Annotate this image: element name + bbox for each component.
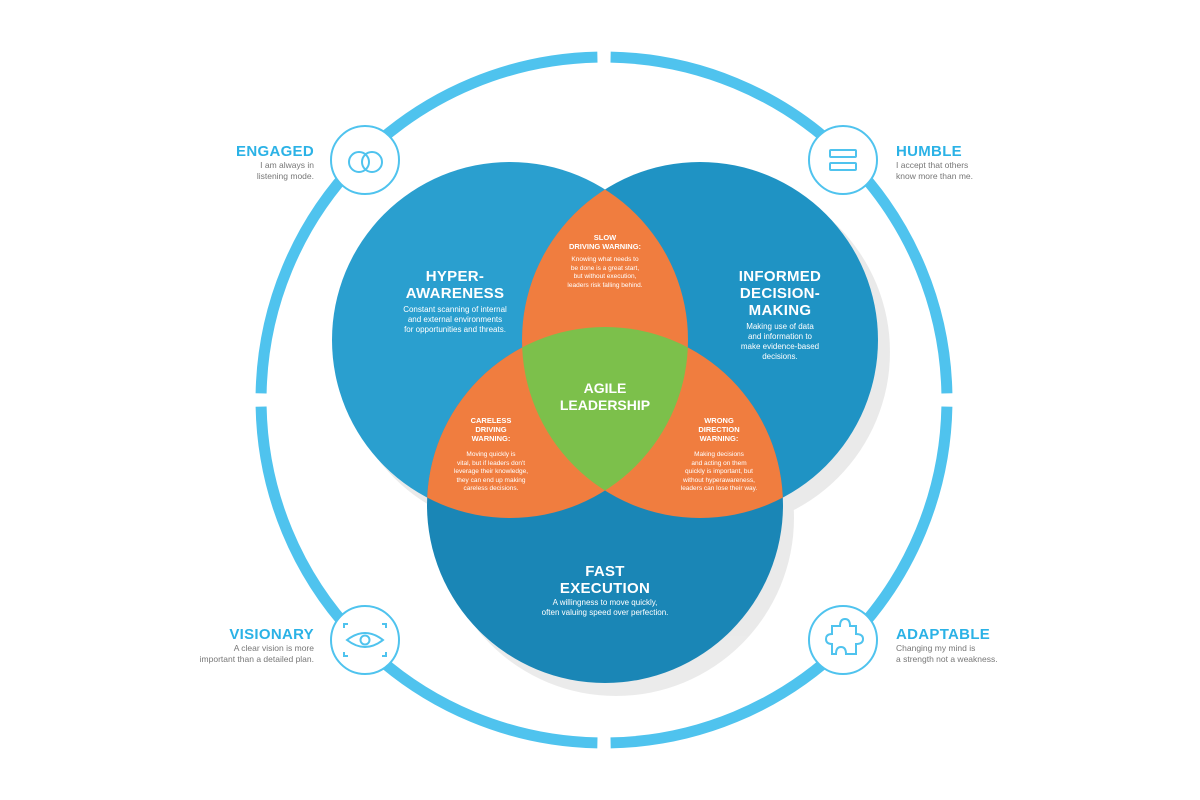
ring-segment-bottom-left: [362, 643, 598, 749]
ring-segment-left-lower: [255, 406, 361, 642]
hyper-awareness-desc-line: for opportunities and threats.: [404, 325, 506, 334]
humble-badge: [808, 125, 878, 195]
eye-icon: [343, 623, 387, 657]
informed-decision-title-line: MAKING: [748, 302, 812, 319]
engaged-title: ENGAGED: [236, 143, 314, 160]
fast-execution-desc-line: often valuing speed over perfection.: [541, 608, 669, 617]
wrong-warning-desc-line: leaders can lose their way.: [680, 485, 758, 492]
wrong-warning-desc-line: without hyperawareness,: [683, 476, 755, 484]
careless-warning-desc-line: leverage their knowledge,: [453, 468, 529, 475]
adaptable-desc: Changing my mind is a strength not a wea…: [896, 643, 1046, 665]
agile-leadership-title-line: AGILE: [583, 380, 627, 396]
slow-warning-desc-line: Knowing what needs to: [571, 256, 639, 263]
wrong-warning-desc: Making decisions and acting on them quic…: [660, 451, 778, 494]
hyper-awareness-desc-line: Constant scanning of internal: [403, 305, 507, 314]
wrong-warning-title-line: DIRECTION: [698, 425, 740, 434]
hyper-awareness-desc: Constant scanning of internal and extern…: [365, 305, 545, 335]
fast-execution-desc: A willingness to move quickly, often val…: [505, 598, 705, 618]
informed-decision-title-line: INFORMED: [738, 268, 822, 285]
ring-segment-right-lower: [847, 406, 953, 642]
wrong-warning-desc-line: and acting on them: [691, 459, 747, 467]
humble-title: HUMBLE: [896, 143, 962, 160]
humble-desc-line: know more than me.: [896, 171, 974, 181]
engaged-badge: [330, 125, 400, 195]
engaged-desc: I am always in listening mode.: [200, 160, 314, 182]
fast-execution-desc-line: A willingness to move quickly,: [552, 598, 658, 607]
careless-warning-desc-line: they can end up making: [456, 476, 526, 484]
careless-warning-desc-line: Moving quickly is: [466, 451, 516, 458]
slow-warning-title-line: DRIVING WARNING:: [568, 242, 642, 251]
informed-decision-desc-line: Making use of data: [746, 322, 814, 331]
outer-ring: [255, 51, 953, 749]
careless-warning-title: CARELESS DRIVING WARNING:: [441, 416, 541, 443]
slow-warning-desc: Knowing what needs to be done is a great…: [550, 256, 660, 290]
visionary-title: VISIONARY: [229, 626, 314, 643]
careless-warning-title-line: WARNING:: [471, 434, 511, 443]
agile-leadership-title-line: LEADERSHIP: [559, 397, 651, 413]
informed-decision-title: INFORMED DECISION- MAKING: [700, 268, 860, 319]
fast-execution-title-line: EXECUTION: [559, 580, 651, 597]
wrong-warning-desc-line: Making decisions: [694, 451, 744, 458]
hyper-awareness-desc-line: and external environments: [407, 315, 503, 324]
informed-decision-desc-line: decisions.: [762, 352, 798, 361]
informed-decision-desc: Making use of data and information to ma…: [710, 322, 850, 362]
visionary-badge: [330, 605, 400, 675]
visionary-desc: A clear vision is more important than a …: [160, 643, 314, 665]
hyper-awareness-title: HYPER- AWARENESS: [375, 268, 535, 302]
slow-warning-title-line: SLOW: [593, 233, 617, 242]
fast-execution-title-line: FAST: [585, 563, 625, 580]
careless-warning-title-line: CARELESS: [470, 416, 512, 425]
hyper-awareness-title-line: HYPER-: [425, 268, 485, 285]
wrong-warning-desc-line: quickly is important, but: [685, 468, 753, 475]
careless-warning-title-line: DRIVING: [475, 425, 507, 434]
engaged-desc-line: listening mode.: [256, 171, 314, 181]
informed-decision-desc-line: and information to: [747, 332, 813, 341]
visionary-desc-line: A clear vision is more: [233, 643, 314, 653]
puzzle-piece-icon: [824, 617, 865, 655]
careless-warning-desc-line: vital, but if leaders don't: [456, 459, 526, 467]
agile-leadership-title: AGILE LEADERSHIP: [545, 380, 665, 414]
humble-desc-line: I accept that others: [896, 160, 969, 170]
wrong-warning-title: WRONG DIRECTION WARNING:: [669, 416, 769, 443]
ring-segment-top-right: [610, 51, 846, 157]
adaptable-desc-line: a strength not a weakness.: [896, 654, 998, 664]
informed-decision-desc-line: make evidence-based: [740, 342, 820, 351]
ring-segment-right-upper: [847, 158, 953, 394]
ring-segment-left-upper: [255, 158, 361, 394]
equals-icon: [829, 149, 857, 171]
adaptable-title: ADAPTABLE: [896, 626, 991, 643]
rings-icon: [348, 151, 383, 173]
slow-warning-desc-line: leaders risk falling behind.: [567, 281, 643, 289]
humble-desc: I accept that others know more than me.: [896, 160, 1036, 182]
wrong-warning-title-line: WARNING:: [699, 434, 739, 443]
slow-warning-desc-line: but without execution,: [573, 273, 637, 280]
ring-segment-top-left: [362, 51, 598, 157]
adaptable-badge: [808, 605, 878, 675]
informed-decision-title-line: DECISION-: [739, 285, 821, 302]
engaged-desc-line: I am always in: [260, 160, 314, 170]
wrong-warning-title-line: WRONG: [704, 416, 734, 425]
careless-warning-desc: Moving quickly is vital, but if leaders …: [436, 451, 546, 494]
slow-warning-desc-line: be done is a great start,: [570, 264, 640, 272]
adaptable-desc-line: Changing my mind is: [896, 643, 976, 653]
ring-segment-bottom-right: [610, 643, 846, 749]
careless-warning-desc-line: careless decisions.: [463, 485, 519, 492]
visionary-desc-line: important than a detailed plan.: [199, 654, 314, 664]
slow-warning-title: SLOW DRIVING WARNING:: [555, 233, 655, 251]
hyper-awareness-title-line: AWARENESS: [405, 285, 505, 302]
fast-execution-title: FAST EXECUTION: [525, 563, 685, 597]
